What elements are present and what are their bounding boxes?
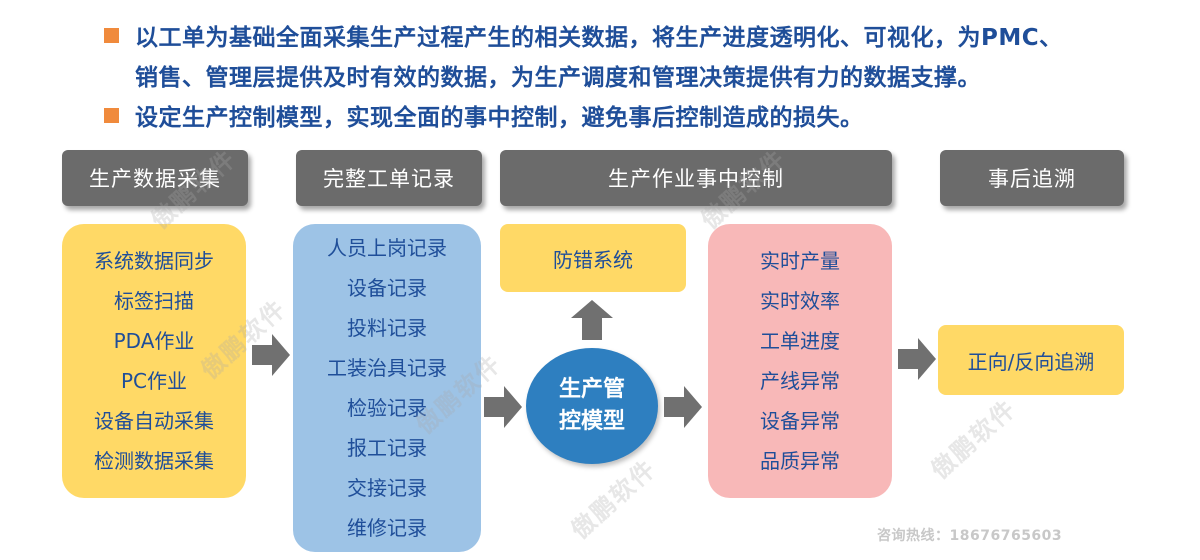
bullet-2: 设定生产控制模型，实现全面的事中控制，避免事后控制造成的损失。 [104,98,864,138]
collect-item: 标签扫描 [114,289,194,313]
bullet-square-icon [104,108,119,123]
header-data-collection: 生产数据采集 [62,150,248,206]
record-item: 报工记录 [347,436,427,460]
work-order-record-card: 人员上岗记录 设备记录 投料记录 工装治具记录 检验记录 报工记录 交接记录 维… [293,224,481,552]
monitor-item: 工单进度 [760,329,840,353]
monitor-item: 产线异常 [760,369,840,393]
record-item: 工装治具记录 [327,356,447,380]
control-model-line-2: 控模型 [558,409,625,434]
error-proof-box: 防错系统 [500,224,686,292]
record-item: 检验记录 [347,396,427,420]
right-arrow-icon [664,386,702,428]
right-arrow-icon [898,338,936,380]
bullet-1-line-1: 以工单为基础全面采集生产过程产生的相关数据，将生产进度透明化、可视化，为PMC、 [135,25,1063,51]
record-item: 设备记录 [347,276,427,300]
collect-item: 系统数据同步 [94,249,214,273]
monitor-item: 设备异常 [760,409,840,433]
monitor-item: 实时产量 [760,249,840,273]
collect-item: 检测数据采集 [94,449,214,473]
right-arrow-icon [484,386,522,428]
collect-item: PDA作业 [113,329,195,353]
record-item: 投料记录 [347,316,427,340]
control-model-line-1: 生产管 [558,377,625,402]
header-traceability: 事后追溯 [940,150,1124,206]
collect-item: PC作业 [120,369,188,393]
control-model-circle: 生产管 控模型 [526,348,658,464]
hotline-text: 咨询热线：18676765603 [877,528,1063,544]
collect-item: 设备自动采集 [94,409,214,433]
watermark: 傲鹏软件 [925,394,1022,485]
header-work-order-record: 完整工单记录 [296,150,482,206]
bullet-square-icon [104,28,119,43]
bullet-1: 以工单为基础全面采集生产过程产生的相关数据，将生产进度透明化、可视化，为PMC、 [104,18,1063,58]
record-item: 交接记录 [347,476,427,500]
traceability-box: 正向/反向追溯 [938,325,1124,395]
monitor-card: 实时产量 实时效率 工单进度 产线异常 设备异常 品质异常 [708,224,892,498]
data-collection-card: 系统数据同步 标签扫描 PDA作业 PC作业 设备自动采集 检测数据采集 [62,224,246,498]
record-item: 维修记录 [347,516,427,540]
record-item: 人员上岗记录 [327,236,447,260]
monitor-item: 实时效率 [760,289,840,313]
up-arrow-icon [571,300,613,340]
right-arrow-icon [252,334,290,376]
watermark: 傲鹏软件 [565,454,662,545]
header-in-process-control: 生产作业事中控制 [500,150,892,206]
bullet-1-line-2: 销售、管理层提供及时有效的数据，为生产调度和管理决策提供有力的数据支撑。 [135,65,981,91]
bullet-2-line-1: 设定生产控制模型，实现全面的事中控制，避免事后控制造成的损失。 [135,105,864,131]
monitor-item: 品质异常 [760,449,840,473]
